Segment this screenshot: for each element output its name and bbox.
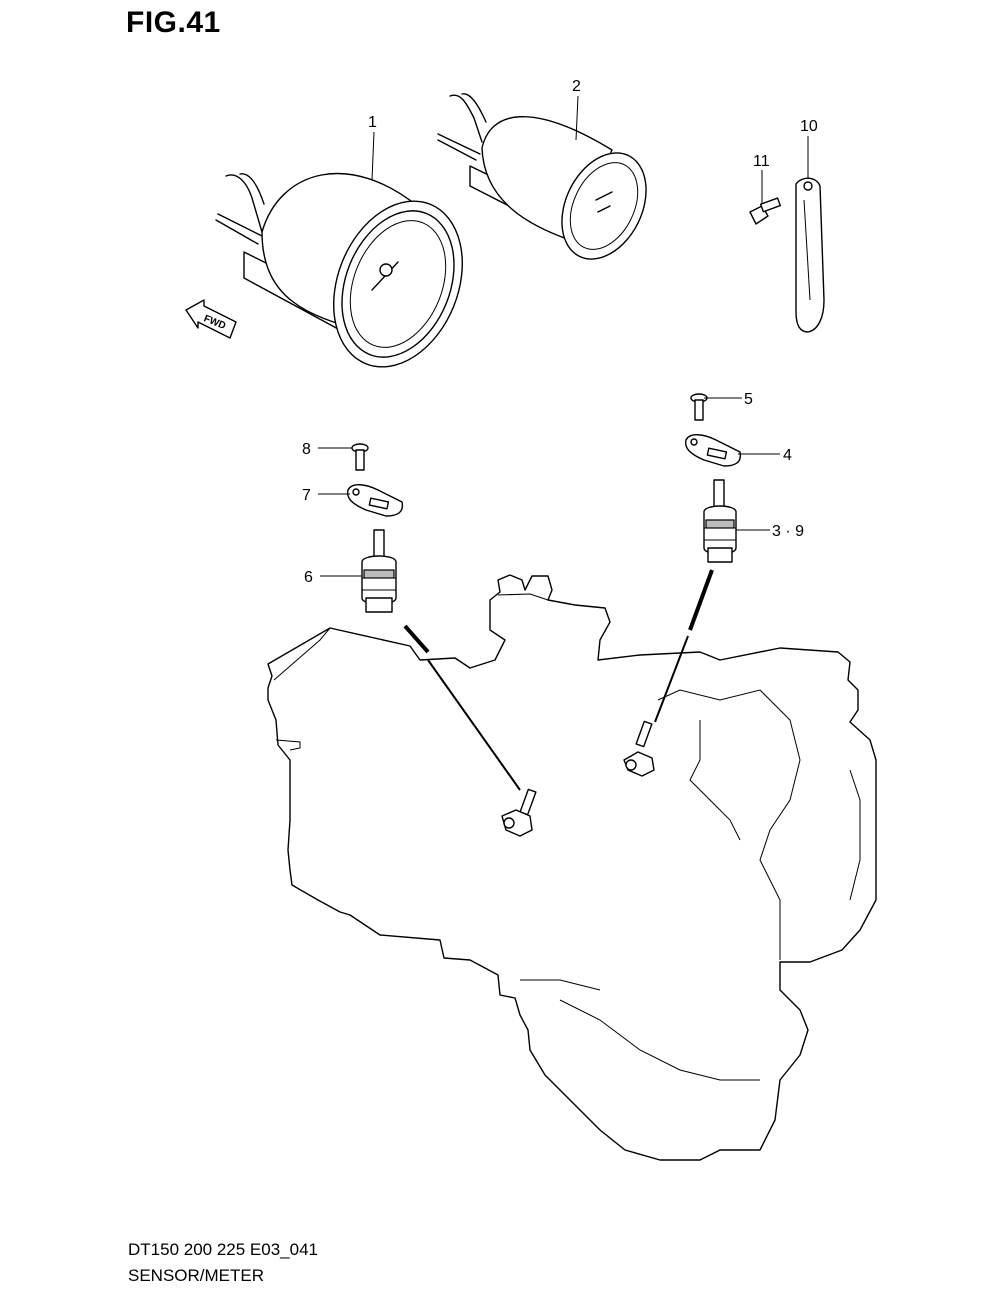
model-code: DT150 200 225 E03_041	[128, 1240, 318, 1259]
leader-line-6b	[427, 659, 521, 791]
plate-7	[346, 484, 404, 517]
callout-7: 7	[302, 487, 311, 504]
callout-8: 8	[302, 441, 311, 458]
leader-line-6	[403, 624, 430, 654]
leader-line-3b	[654, 635, 689, 723]
callout-10: 10	[800, 118, 818, 135]
figure-title: FIG.41	[126, 6, 221, 39]
leader-line-3	[688, 569, 714, 631]
callout-11: 11	[753, 153, 770, 170]
screw-8	[351, 443, 369, 471]
sensor-6	[361, 529, 397, 613]
callout-6: 6	[304, 569, 313, 586]
fwd-arrow: FWD	[185, 299, 237, 339]
callout-2: 2	[572, 78, 581, 95]
plate-4	[684, 434, 742, 467]
callout-1: 1	[368, 114, 377, 131]
sensor-3-9	[703, 479, 737, 563]
installed-sensor-left	[501, 788, 537, 837]
callout-5: 5	[744, 391, 753, 408]
callout-4: 4	[783, 447, 792, 464]
callout-3-9: 3 · 9	[772, 523, 804, 540]
engine-outline	[267, 574, 877, 1161]
meter-1-gauge	[215, 172, 463, 368]
screw-5	[690, 393, 708, 421]
meter-2-gauge	[437, 93, 647, 260]
section-name: SENSOR/METER	[128, 1266, 265, 1285]
installed-sensor-right	[623, 720, 655, 777]
bolt-11	[749, 197, 781, 225]
stay-10	[795, 177, 825, 333]
callout-leaders	[318, 95, 809, 577]
